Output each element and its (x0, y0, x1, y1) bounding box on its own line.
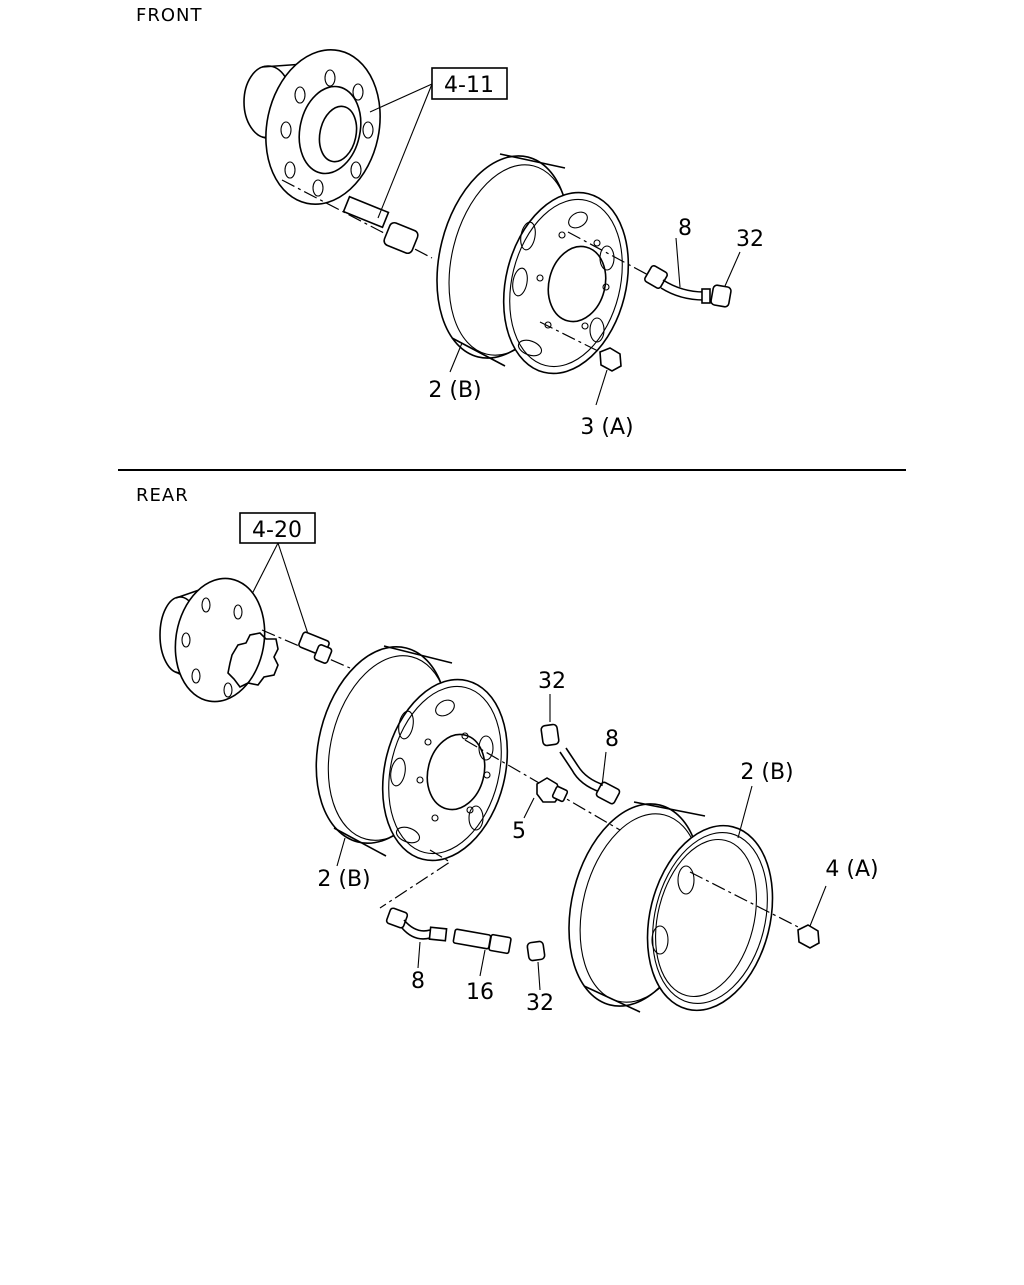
rear-inner-wheel (315, 645, 509, 862)
front-valve: 8 32 (567, 216, 764, 308)
rear-spacer: 5 (512, 777, 569, 844)
rear-hub (159, 577, 279, 703)
rear-hub-ref-label: 4-20 (252, 518, 302, 543)
rear-outer-wheel: 2 (B) (568, 760, 805, 1013)
rear-top-cap-label: 32 (538, 669, 566, 694)
front-wheel-nut-label: 3 (A) (580, 415, 633, 440)
rear-top-valve: 32 8 (538, 669, 621, 805)
rear-inner-wheel-label: 2 (B) (317, 867, 370, 892)
rear-bottom-valve-label: 8 (411, 969, 425, 994)
front-wheel (436, 153, 630, 375)
front-wheel-nut: 3 (A) (539, 321, 634, 440)
rear-top-valve-label: 8 (605, 727, 619, 752)
front-section-title: FRONT (136, 5, 203, 26)
rear-hub-bolt (261, 629, 351, 669)
front-hub-ref-label: 4-11 (444, 73, 494, 98)
rear-wheel-nut-label: 4 (A) (825, 857, 878, 882)
rear-outer-wheel-label: 2 (B) (740, 760, 793, 785)
front-hub-ref: 4-11 (369, 67, 508, 219)
rear-wheel-nut: 4 (A) (797, 857, 879, 949)
rear-extension-label: 16 (466, 980, 494, 1005)
front-wheel-label: 2 (B) (428, 378, 481, 403)
front-valve-cap-label: 32 (736, 227, 764, 252)
rear-hub-ref: 4-20 (239, 512, 316, 641)
rear-spacer-label: 5 (512, 819, 526, 844)
rear-bottom-cap-label: 32 (526, 991, 554, 1016)
front-hub-bolt (281, 179, 433, 259)
rear-section-title: REAR (136, 485, 189, 506)
rear-bottom-valve-assembly: 8 16 32 (379, 849, 554, 1016)
front-hub (243, 49, 381, 205)
front-valve-label: 8 (678, 216, 692, 241)
